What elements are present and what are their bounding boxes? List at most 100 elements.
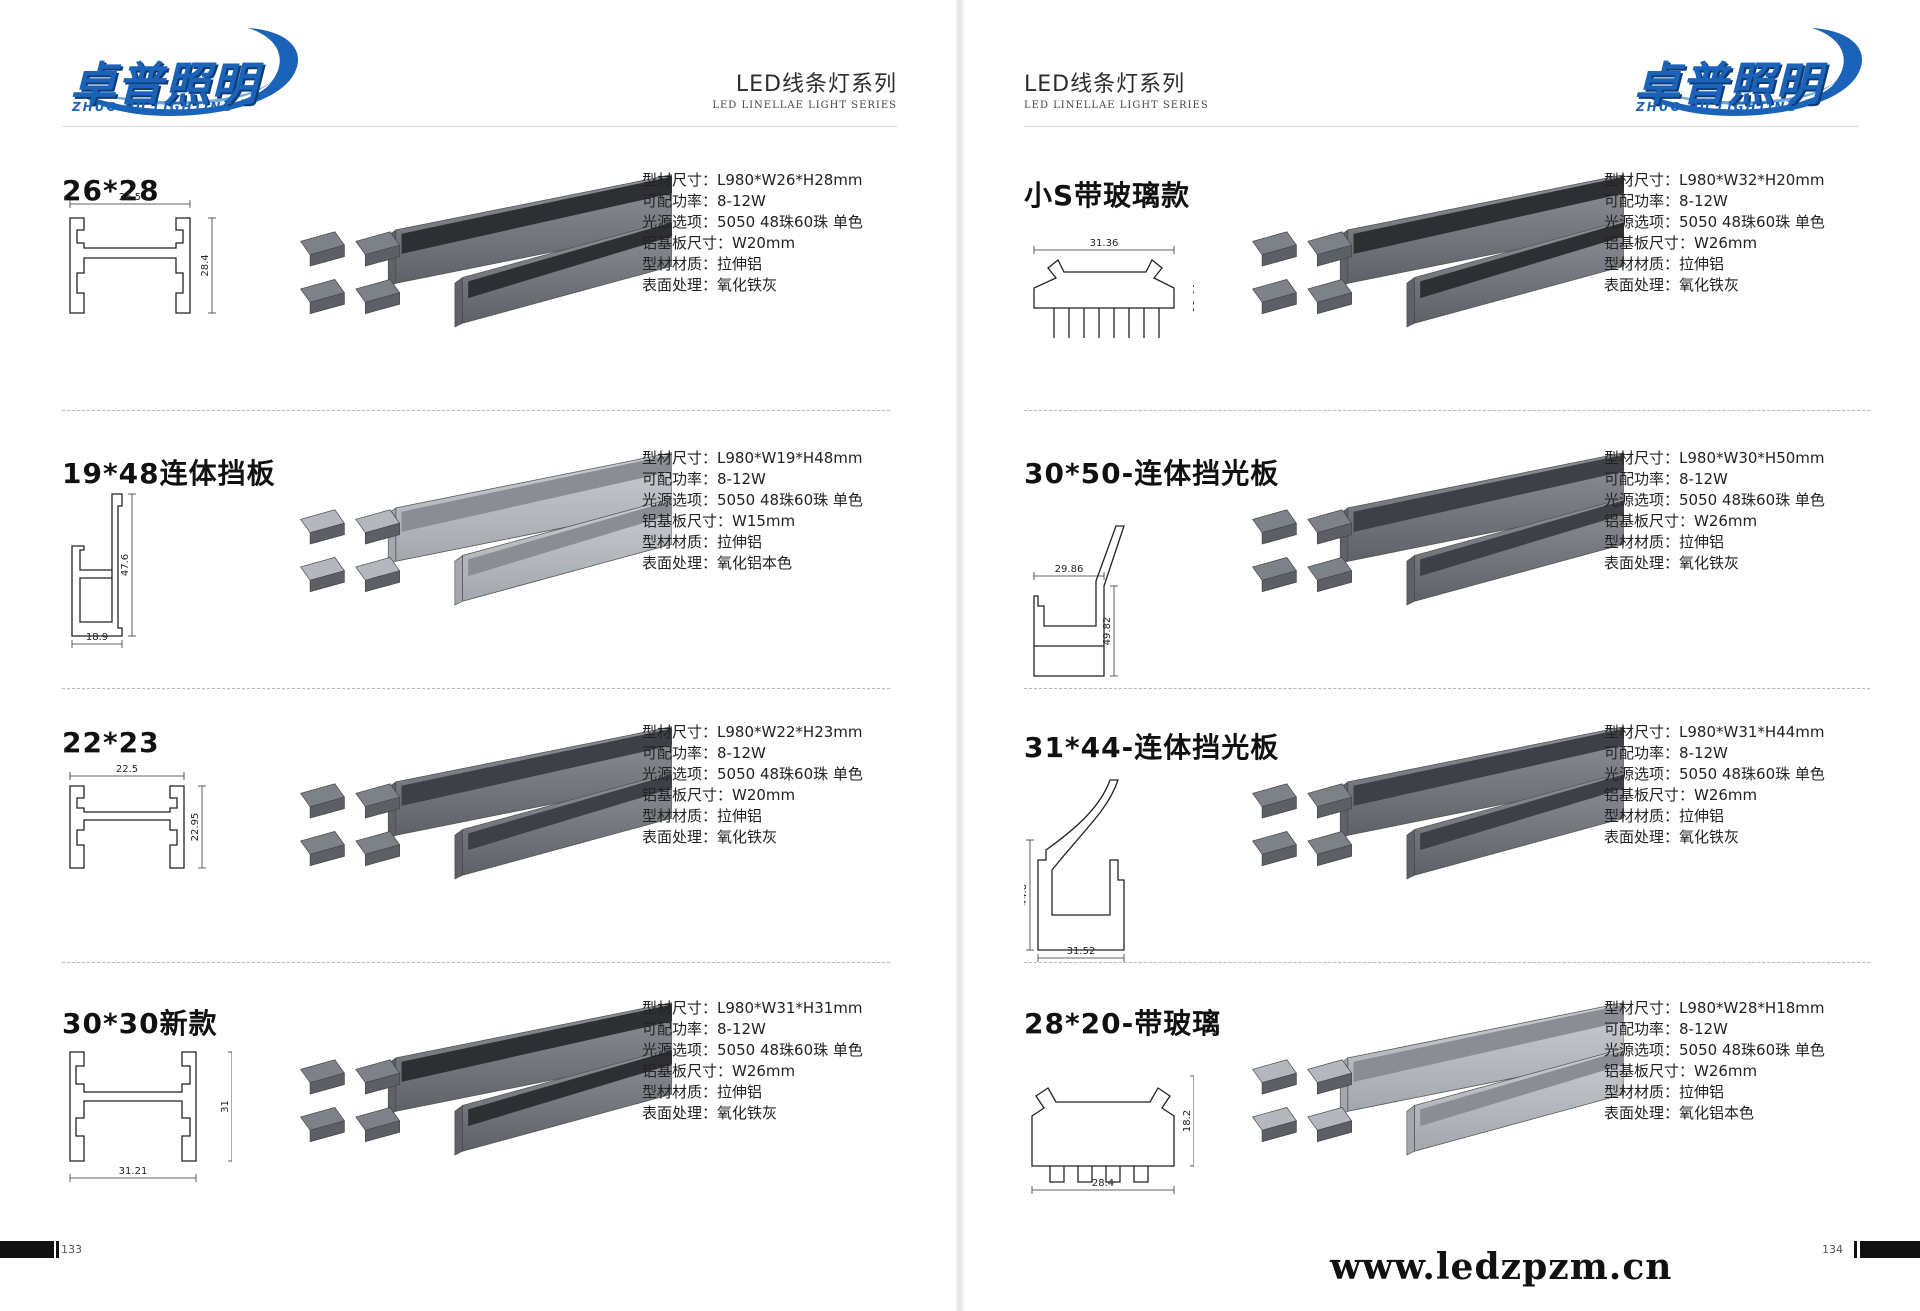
spec-value: 氧化铁灰: [1679, 554, 1740, 572]
spec-line: 表面处理：氧化铁灰: [1604, 827, 1904, 848]
extrusion-bar-image: [387, 452, 672, 566]
spec-line: 表面处理：氧化铝本色: [1604, 1103, 1904, 1124]
mounting-clip-image: [1252, 279, 1297, 315]
spec-value: 拉伸铝: [717, 533, 763, 551]
mounting-clip-image: [355, 783, 401, 819]
spec-label: 铝基板尺寸：: [642, 234, 733, 252]
product-title: 19*48连体挡板: [62, 457, 276, 490]
spec-label: 可配功率：: [1604, 192, 1680, 210]
spec-label: 铝基板尺寸：: [1604, 1062, 1695, 1080]
page-number-bar: [0, 1241, 54, 1258]
dimension-height-label: 22.95: [190, 813, 201, 842]
spec-label: 型材尺寸：: [642, 723, 718, 741]
spec-line: 可配功率：8-12W: [642, 1019, 942, 1040]
dimension-height-label: 31: [220, 1100, 231, 1113]
mounting-clip-image: [300, 509, 345, 545]
spec-line: 型材材质：拉伸铝: [1604, 532, 1904, 553]
spec-value: 8-12W: [1679, 470, 1728, 488]
series-title-en: LED LINELLAE LIGHT SERIES: [1024, 100, 1209, 111]
mounting-clip-image: [300, 831, 345, 867]
extrusion-bar-image: [1406, 497, 1624, 606]
product-title: 26*28: [62, 174, 160, 207]
dimension-height-label: 18.2: [1182, 1110, 1193, 1132]
spec-line: 型材尺寸：L980*W31*H31mm: [642, 998, 942, 1019]
dimension-height-label: 49.82: [1102, 617, 1113, 646]
spec-label: 光源选项：: [642, 1041, 718, 1059]
section-divider: [1024, 688, 1870, 689]
mounting-clip-image: [300, 1059, 345, 1095]
profile-section-drawing: 28.418.2: [1031, 1075, 1194, 1194]
dimension-height-label: 28.4: [200, 254, 211, 276]
spec-label: 型材尺寸：: [642, 449, 718, 467]
extrusion-bar-image: [1406, 1047, 1624, 1156]
spec-line: 型材材质：拉伸铝: [642, 1082, 942, 1103]
logo-swoosh-icon: [78, 28, 299, 116]
spec-label: 可配功率：: [1604, 744, 1680, 762]
series-heading-left: LED线条灯系列 LED LINELLAE LIGHT SERIES: [712, 66, 897, 111]
spec-line: 可配功率：8-12W: [642, 743, 942, 764]
profile-section-drawing: 31.52 44.8: [1024, 779, 1125, 962]
spec-label: 型材材质：: [1604, 807, 1680, 825]
spec-value: L980*W28*H18mm: [1679, 999, 1825, 1017]
spec-line: 表面处理：氧化铁灰: [642, 1103, 942, 1124]
section-divider: [62, 410, 890, 411]
page-gutter: [956, 0, 964, 1311]
extrusion-bar-image: [454, 497, 672, 606]
spec-label: 型材尺寸：: [642, 171, 718, 189]
spec-line: 铝基板尺寸：W26mm: [1604, 785, 1904, 806]
spec-label: 光源选项：: [642, 765, 718, 783]
spec-value: L980*W26*H28mm: [717, 171, 863, 189]
series-title-cn: LED线条灯系列: [1024, 72, 1186, 97]
extrusion-bar-image: [387, 1002, 672, 1116]
spec-value: 5050 48珠60珠 单色: [1679, 491, 1825, 509]
spec-label: 表面处理：: [1604, 554, 1680, 572]
spec-label: 表面处理：: [642, 828, 718, 846]
spec-line: 铝基板尺寸：W26mm: [642, 1061, 942, 1082]
spec-value: W26mm: [732, 1062, 796, 1080]
extrusion-bar-image: [454, 219, 672, 328]
product-photo: [300, 1002, 672, 1156]
page-left: 卓普照明 ZHUO PU LIGHTING LED线条灯系列 LED LINEL…: [0, 0, 958, 1311]
dimension-width-label: 31.52: [1067, 946, 1096, 957]
product-photo: [1252, 1002, 1624, 1156]
page-number-bar: [1860, 1241, 1920, 1258]
mounting-clip-image: [1252, 831, 1297, 867]
product-title: 30*50-连体挡光板: [1024, 457, 1280, 490]
dimension-height-label: 44.8: [1024, 884, 1029, 906]
spec-line: 型材材质：拉伸铝: [642, 532, 942, 553]
spec-line: 可配功率：8-12W: [1604, 1019, 1904, 1040]
website-url[interactable]: www.ledzpzm.cn: [1330, 1246, 1673, 1288]
spec-line: 型材尺寸：L980*W32*H20mm: [1604, 170, 1904, 191]
product-title: 小S带玻璃款: [1024, 179, 1191, 212]
spec-label: 表面处理：: [642, 276, 718, 294]
spec-line: 型材材质：拉伸铝: [1604, 1082, 1904, 1103]
mounting-clip-image: [355, 1107, 401, 1143]
spec-line: 可配功率：8-12W: [642, 469, 942, 490]
product-photo: [1252, 174, 1624, 328]
spec-value: 拉伸铝: [717, 1083, 763, 1101]
spec-line: 型材材质：拉伸铝: [1604, 806, 1904, 827]
section-divider: [1024, 962, 1870, 963]
spec-value: L980*W31*H31mm: [717, 999, 863, 1017]
header-rule: [62, 126, 897, 127]
spec-line: 铝基板尺寸：W26mm: [1604, 511, 1904, 532]
mounting-clip-image: [1252, 231, 1297, 267]
spec-value: 氧化铁灰: [1679, 828, 1740, 846]
mounting-clip-image: [1307, 1059, 1353, 1095]
spec-label: 型材尺寸：: [1604, 999, 1680, 1017]
spec-value: 氧化铁灰: [1679, 276, 1740, 294]
mounting-clip-image: [1307, 557, 1353, 593]
spec-line: 型材尺寸：L980*W22*H23mm: [642, 722, 942, 743]
spec-line: 光源选项：5050 48珠60珠 单色: [642, 1040, 942, 1061]
spec-line: 型材材质：拉伸铝: [642, 254, 942, 275]
dimension-height-label: 19.44: [1192, 284, 1194, 313]
spec-value: W26mm: [1694, 786, 1758, 804]
